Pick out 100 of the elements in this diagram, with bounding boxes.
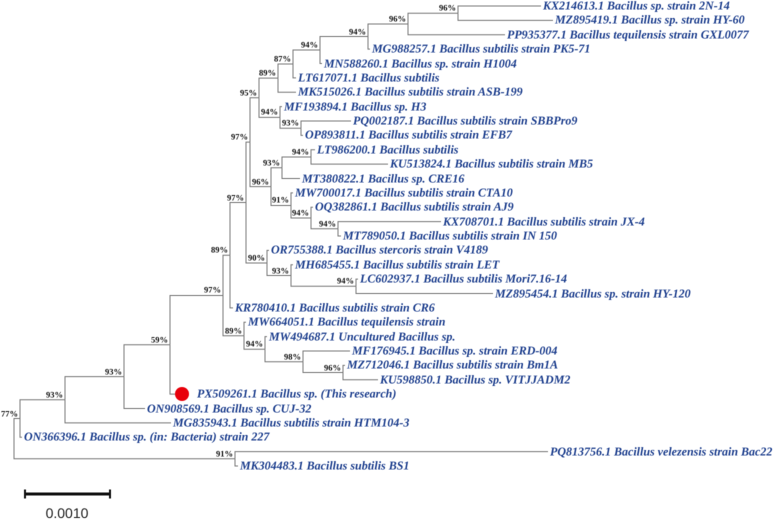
bootstrap-value: 96% <box>439 4 458 14</box>
branch-line <box>124 376 146 409</box>
branch-line <box>408 23 506 36</box>
bootstrap-value: 94% <box>292 147 311 157</box>
branch-line <box>246 202 268 264</box>
bootstrap-value: 93% <box>46 390 65 400</box>
branch-line <box>250 142 272 188</box>
branch-line <box>222 294 244 336</box>
taxon-label: LT986200.1 Bacillus subtilis <box>315 143 458 156</box>
branch-line <box>20 399 66 419</box>
bootstrap-value: 93% <box>282 118 301 128</box>
branch-line <box>170 344 176 395</box>
branch-line <box>458 12 554 21</box>
taxon-label: MW664051.1 Bacillus tequilensis strain <box>246 316 446 329</box>
taxon-label: MT789050.1 Bacillus subtilis strain IN 150 <box>341 230 558 242</box>
scale-label: 0.0010 <box>46 506 88 520</box>
branch-line <box>230 254 234 308</box>
bootstrap-value: 59% <box>151 335 170 345</box>
taxon-label: MK304483.1 Bacillus subtilis BS1 <box>238 460 410 472</box>
taxon-label: MT380822.1 Bacillus sp. CRE16 <box>300 172 464 185</box>
taxon-label: MG835943.1 Bacillus subtilis strain HTM104-3 <box>171 416 410 430</box>
branch-line <box>280 106 282 118</box>
branch-line <box>408 12 458 24</box>
branch-line <box>64 399 172 424</box>
branch-line <box>338 228 342 236</box>
branch-line <box>278 63 294 79</box>
branch-line <box>244 322 246 336</box>
branch-line <box>368 23 408 38</box>
taxon-label: PQ002187.1 Bacillus subtilis strain SBBPro9 <box>351 114 578 128</box>
bootstrap-value: 98% <box>284 352 303 362</box>
bootstrap-value: 94% <box>246 340 265 350</box>
bootstrap-value: 97% <box>231 132 250 142</box>
branch-line <box>458 6 542 14</box>
branch-line <box>290 275 356 287</box>
taxon-label: OP893811.1 Bacillus subtilis strain EFB7 <box>303 128 512 142</box>
branch-line <box>290 204 312 219</box>
branch-line <box>290 192 294 206</box>
bootstrap-value: 94% <box>337 276 356 286</box>
bootstrap-value: 91% <box>216 449 235 459</box>
branch-line <box>290 264 294 276</box>
bootstrap-value: 89% <box>225 326 244 336</box>
taxon-label: ON908569.1 Bacillus sp. CUJ-32 <box>145 402 312 415</box>
taxon-label: LT617071.1 Bacillus subtilis <box>296 71 440 84</box>
branch-line <box>310 156 388 165</box>
branch-line <box>270 167 282 188</box>
taxon-label: KX214613.1 Bacillus sp. strain 2N-14 <box>541 0 730 12</box>
branch-line <box>300 120 352 129</box>
bootstrap-value: 94% <box>349 27 368 37</box>
branch-line <box>310 149 316 158</box>
branch-line <box>280 116 302 129</box>
branch-line <box>302 361 344 374</box>
bootstrap-value: 94% <box>292 208 311 218</box>
branch-line <box>170 294 224 346</box>
branch-line <box>222 254 230 296</box>
branch-line <box>64 376 124 400</box>
branch-line <box>338 221 442 230</box>
branch-line <box>124 344 170 378</box>
bootstrap-value: 96% <box>252 177 271 187</box>
branch-line <box>258 78 278 98</box>
bootstrap-value: 93% <box>272 266 291 276</box>
branch-line <box>14 418 236 460</box>
branch-line <box>264 336 268 350</box>
taxon-label: PX509261.1 Bacillus sp. (This research) <box>197 388 396 401</box>
bootstrap-value: 94% <box>319 219 338 229</box>
bootstrap-value: 89% <box>211 246 230 256</box>
branch-line <box>302 350 350 362</box>
bootstrap-value: 93% <box>263 158 282 168</box>
branch-line <box>310 206 314 219</box>
branch-line <box>356 278 358 287</box>
branch-line <box>368 36 370 50</box>
taxon-label: KU598850.1 Bacillus sp. VITJJADM2 <box>378 373 570 386</box>
taxon-label: OR755388.1 Bacillus stercoris strain V4189 <box>269 244 488 257</box>
branch-line <box>270 186 292 206</box>
taxon-label: MW494687.1 Uncultured Bacillus sp. <box>267 330 456 344</box>
bootstrap-value: 97% <box>204 286 223 296</box>
branch-line <box>300 128 304 136</box>
branch-line <box>356 286 494 294</box>
branch-line <box>234 451 548 460</box>
taxon-label: MH685455.1 Bacillus subtilis strain LET <box>293 258 500 272</box>
taxon-label: KX708701.1 Bacillus subtilis strain JX-4 <box>441 215 645 228</box>
branch-line <box>278 78 296 93</box>
taxon-label: MW700017.1 Bacillus subtilis strain CTA10 <box>293 186 513 200</box>
taxon-label: MN588260.1 Bacillus sp. strain H1004 <box>322 57 517 70</box>
branch-line <box>246 142 250 204</box>
taxon-label: MZ895454.1 Bacillus sp. strain HY-120 <box>493 287 691 300</box>
bootstrap-value: 94% <box>301 40 320 50</box>
bootstrap-value: 77% <box>1 409 20 418</box>
taxon-label: OQ382861.1 Bacillus subtilis strain AJ9 <box>313 200 514 214</box>
taxon-label: MK515026.1 Bacillus subtilis strain ASB-199 <box>296 86 523 99</box>
branch-line <box>20 418 22 438</box>
bootstrap-value: 93% <box>105 367 124 377</box>
taxon-label: MF176945.1 Bacillus sp. strain ERD-004 <box>350 344 558 358</box>
branch-line <box>342 372 378 380</box>
bootstrap-value: 96% <box>389 14 408 24</box>
bootstrap-value: 90% <box>248 253 267 263</box>
taxon-label: LC602937.1 Bacillus subtilis Mori7.16-14 <box>358 272 568 286</box>
bootstrap-value: 96% <box>324 363 343 373</box>
branch-line <box>234 458 238 466</box>
bootstrap-value: 89% <box>259 68 278 78</box>
branch-line <box>266 262 292 276</box>
